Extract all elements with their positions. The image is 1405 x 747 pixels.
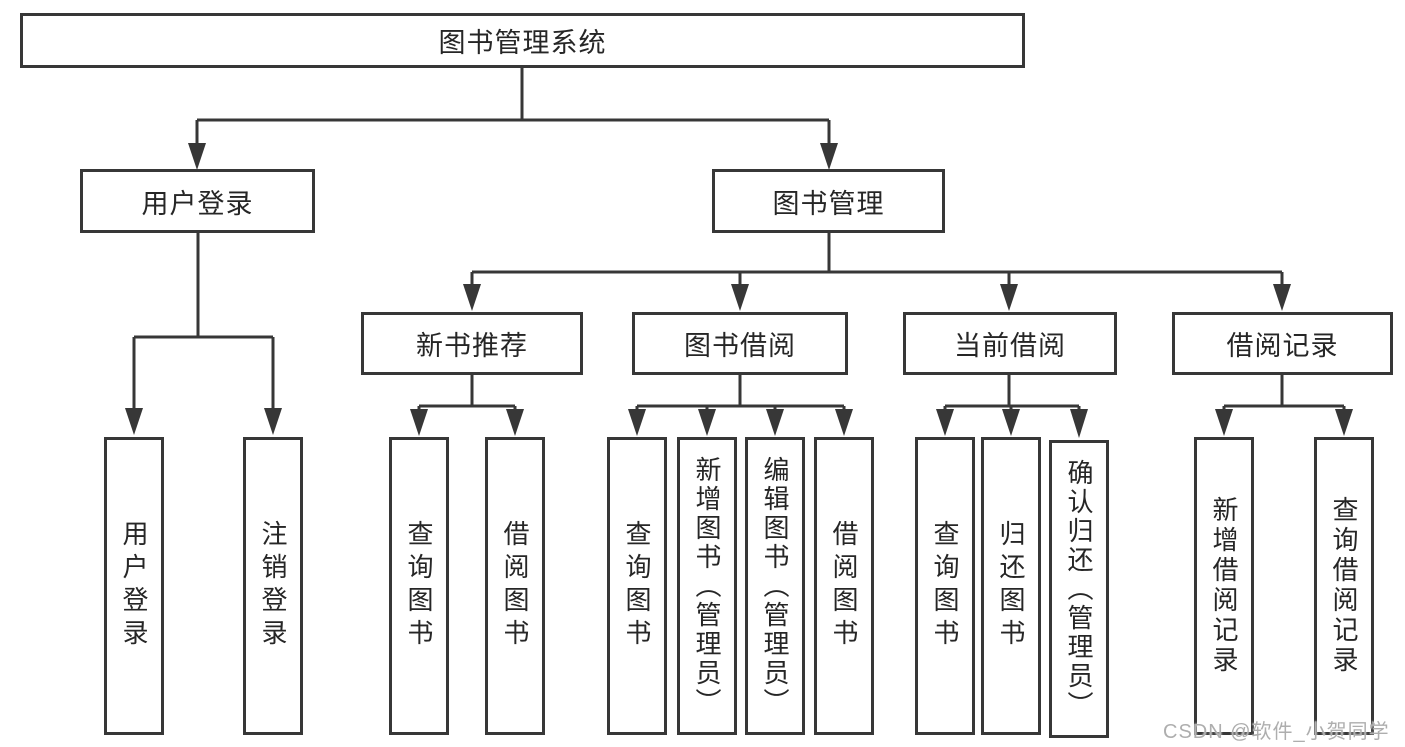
- leaf-borrow-borrow-book: 借阅图书: [814, 437, 874, 735]
- node-book-management-label: 图书管理: [772, 188, 885, 219]
- leaf-recommend-borrow-book: 借阅图书: [485, 437, 545, 735]
- leaf-borrow-edit-book-admin: 编辑图书（管理员）: [745, 437, 805, 735]
- node-current-borrow: 当前借阅: [903, 312, 1117, 375]
- leaf-user-login: 用户登录: [104, 437, 164, 735]
- leaf-records-query-record-label: 查询借阅记录: [1329, 496, 1359, 676]
- csdn-watermark: CSDN @软件_小贺同学: [1163, 721, 1390, 743]
- leaf-borrow-query-book-label: 查询图书: [622, 520, 652, 652]
- leaf-records-query-record: 查询借阅记录: [1314, 437, 1374, 735]
- leaf-borrow-borrow-book-label: 借阅图书: [829, 520, 859, 652]
- node-book-management: 图书管理: [712, 169, 945, 233]
- node-new-book-recommend-label: 新书推荐: [416, 331, 528, 361]
- leaf-logout: 注销登录: [243, 437, 303, 735]
- leaf-user-login-label: 用户登录: [119, 520, 149, 652]
- leaf-current-return-book: 归还图书: [981, 437, 1041, 735]
- leaf-records-add-record-label: 新增借阅记录: [1209, 496, 1239, 676]
- leaf-borrow-add-book-admin-label: 新增图书（管理员）: [692, 455, 722, 717]
- leaf-borrow-add-book-admin: 新增图书（管理员）: [677, 437, 737, 735]
- node-borrow-records-label: 借阅记录: [1226, 331, 1339, 361]
- leaf-recommend-query-book: 查询图书: [389, 437, 449, 735]
- node-root: 图书管理系统: [20, 13, 1025, 68]
- leaf-current-query-book: 查询图书: [915, 437, 975, 735]
- node-book-borrow: 图书借阅: [632, 312, 848, 375]
- leaf-borrow-edit-book-admin-label: 编辑图书（管理员）: [760, 455, 790, 717]
- node-new-book-recommend: 新书推荐: [361, 312, 583, 375]
- leaf-borrow-query-book: 查询图书: [607, 437, 667, 735]
- node-book-borrow-label: 图书借阅: [684, 331, 796, 361]
- leaf-recommend-borrow-book-label: 借阅图书: [500, 520, 530, 652]
- node-borrow-records: 借阅记录: [1172, 312, 1393, 375]
- node-root-label: 图书管理系统: [438, 28, 607, 58]
- leaf-current-query-book-label: 查询图书: [930, 520, 960, 652]
- leaf-current-confirm-return-admin: 确认归还（管理员）: [1049, 440, 1109, 738]
- node-user-login-label: 用户登录: [141, 188, 254, 219]
- node-user-login: 用户登录: [80, 169, 315, 233]
- leaf-current-return-book-label: 归还图书: [996, 520, 1026, 652]
- leaf-logout-label: 注销登录: [258, 520, 288, 652]
- leaf-current-confirm-return-admin-label: 确认归还（管理员）: [1064, 458, 1094, 720]
- leaf-recommend-query-book-label: 查询图书: [404, 520, 434, 652]
- node-current-borrow-label: 当前借阅: [954, 331, 1066, 361]
- leaf-records-add-record: 新增借阅记录: [1194, 437, 1254, 735]
